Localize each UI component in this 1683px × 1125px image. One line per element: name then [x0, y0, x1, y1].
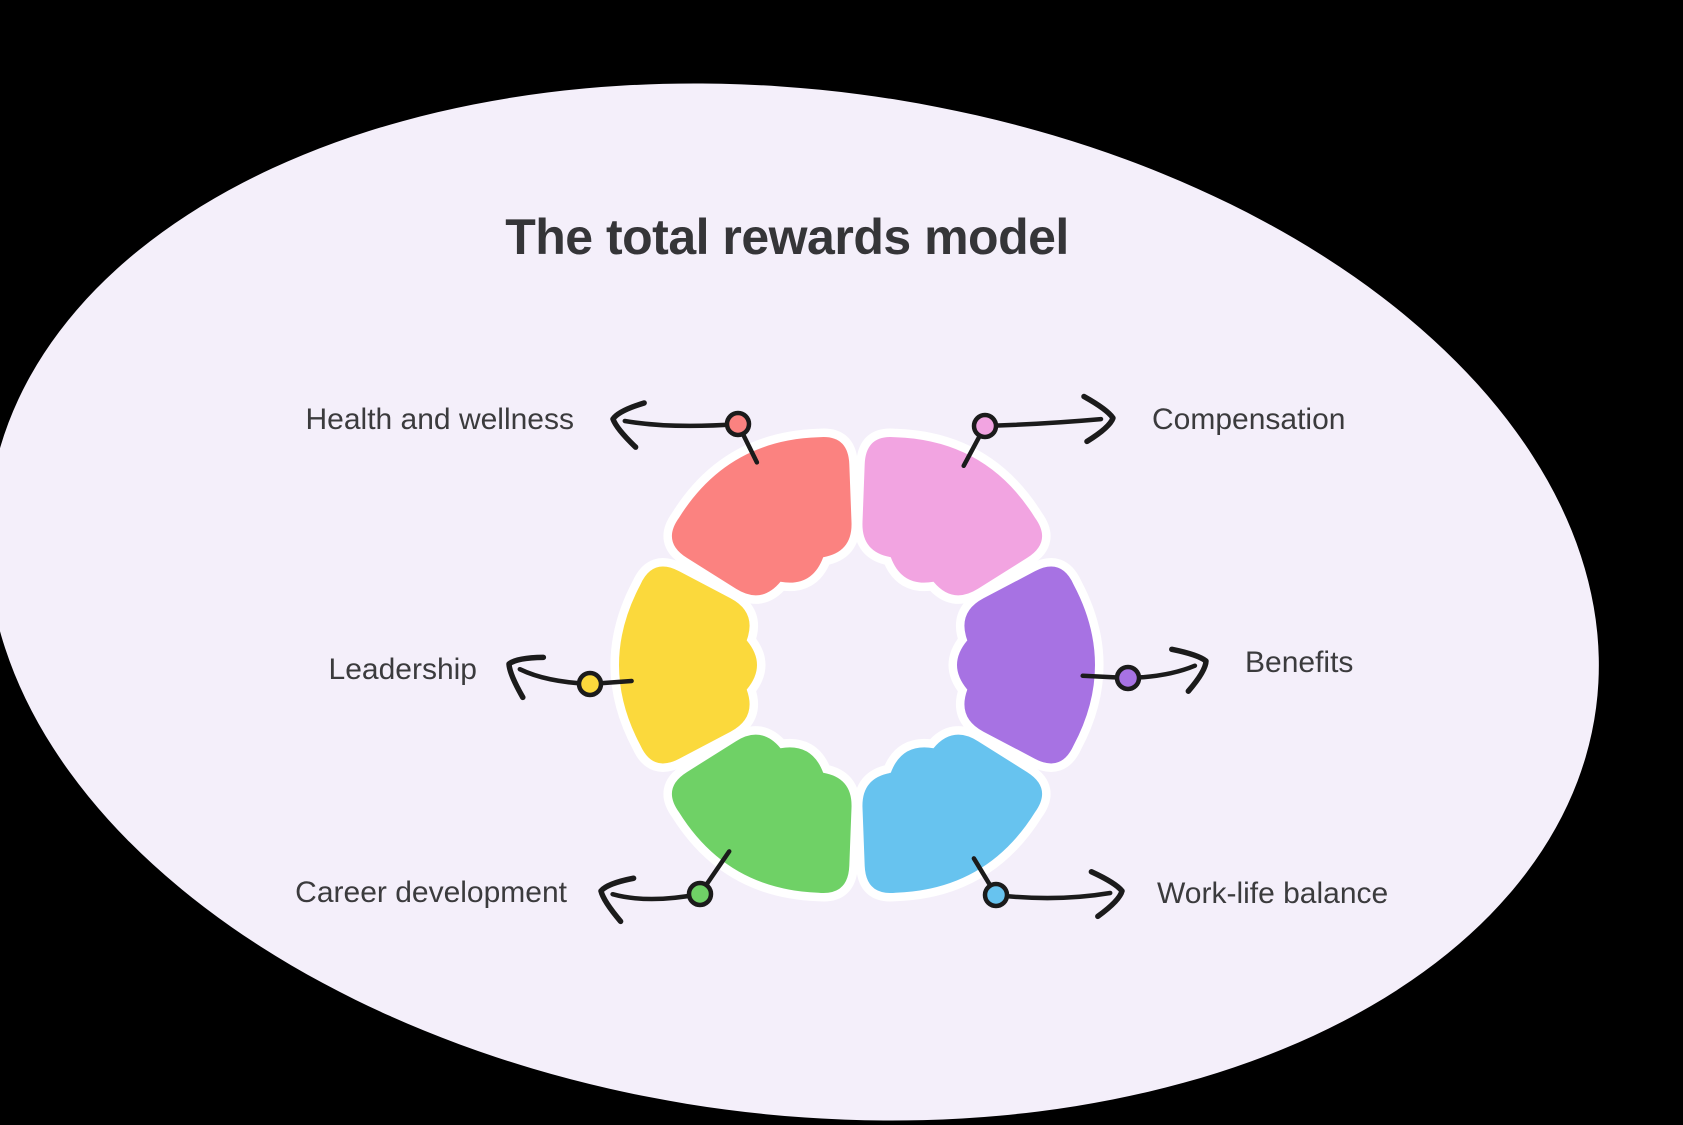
connector-dot-leadership	[576, 670, 604, 698]
connector-lines	[506, 393, 1209, 925]
label-health-and-wellness: Health and wellness	[306, 403, 575, 436]
segment-leadership	[610, 558, 766, 772]
segment-labels: Compensation Benefits Work-life balance …	[295, 403, 1388, 910]
connector-dot-career	[686, 880, 714, 908]
segment-compensation	[854, 428, 1051, 604]
arrowhead-icon-benefits	[1169, 646, 1209, 694]
connector-dot-benefits	[1114, 664, 1142, 692]
arrowhead-icon-career	[598, 875, 637, 925]
segment-health	[663, 428, 860, 604]
label-leadership: Leadership	[329, 653, 477, 686]
arrowhead-icon-worklife	[1088, 869, 1125, 920]
segment-benefits	[948, 558, 1104, 772]
arrowhead-icon-leadership	[506, 654, 547, 701]
label-benefits: Benefits	[1245, 646, 1353, 679]
segment-worklife	[854, 726, 1051, 902]
connector-dot-worklife	[982, 881, 1010, 909]
connector-dot-compensation	[971, 412, 999, 440]
connector-line-health	[622, 418, 741, 429]
connector-dot-health	[724, 410, 752, 438]
arrowhead-icon-health	[610, 400, 647, 450]
arrowhead-icon-compensation	[1081, 393, 1116, 445]
label-work-life-balance: Work-life balance	[1157, 877, 1388, 910]
donut-segments	[610, 428, 1104, 902]
label-career-development: Career development	[295, 876, 567, 909]
label-compensation: Compensation	[1152, 403, 1345, 436]
diagram-title: The total rewards model	[505, 209, 1069, 265]
segment-career	[663, 726, 860, 902]
